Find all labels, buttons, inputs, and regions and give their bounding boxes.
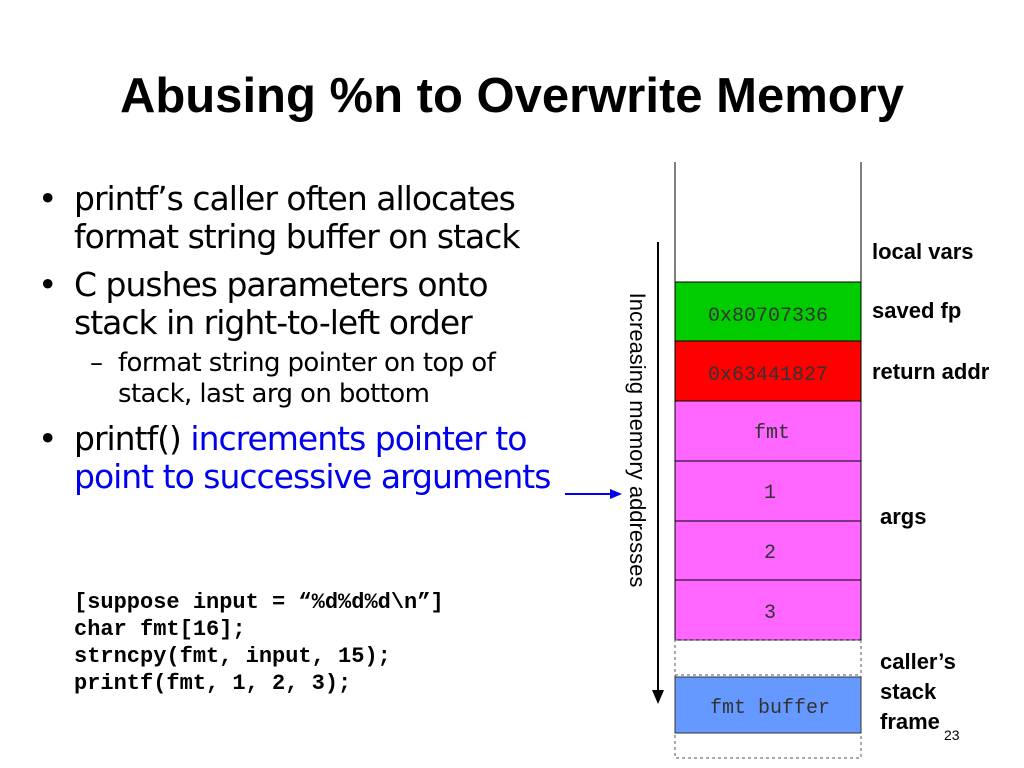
code-line: printf(fmt, 1, 2, 3); (74, 671, 352, 696)
stack-cell: 2 (674, 520, 862, 581)
slide-title: Abusing %n to Overwrite Memory (119, 69, 905, 123)
slide-number: 23 (944, 727, 960, 743)
label-return-addr: return addr (872, 359, 990, 384)
stack-cell-text: 2 (764, 542, 776, 565)
stack-cell: fmt (674, 400, 862, 462)
fmt-buffer-text: fmt buffer (710, 697, 830, 720)
code-block: [suppose input = “%d%d%d\n”]char fmt[16]… (74, 589, 444, 697)
bullet-item: • C pushes parameters onto stack in righ… (38, 266, 558, 342)
stack-cell-text: fmt (754, 422, 790, 445)
arrow-right-icon (610, 489, 622, 499)
stack-cell-text: 0x80707336 (708, 305, 828, 328)
fmt-buffer: fmt buffer (674, 676, 862, 734)
stack-cell-saved-fp (674, 281, 862, 342)
bullet-item: • printf’s caller often allocates format… (38, 180, 558, 256)
code-line: [suppose input = “%d%d%d\n”] (74, 590, 444, 615)
dash-icon: – (90, 348, 103, 378)
stack-cell-text: 1 (764, 482, 776, 505)
label-callers-frame-line1: caller’s (880, 649, 956, 674)
stack-cell: 3 (674, 579, 862, 641)
label-callers-frame-line2: stack (880, 679, 937, 704)
bullet-dot-icon: • (38, 419, 57, 458)
code-line: strncpy(fmt, input, 15); (74, 644, 391, 669)
arrow-down-icon (652, 690, 664, 704)
sub-bullet-item: – format string pointer on top of stack,… (38, 348, 558, 410)
sub-bullet-text: format string pointer on top of stack, l… (118, 348, 496, 409)
stack-cell-text: 3 (764, 602, 776, 625)
memory-axis-label: Increasing memory addresses (625, 292, 650, 588)
bullet-list: • printf’s caller often allocates format… (38, 180, 558, 506)
label-local-vars: local vars (872, 239, 974, 264)
bullet-text: printf’s caller often allocates format s… (74, 179, 520, 256)
bullet-text: C pushes parameters onto stack in right-… (74, 265, 489, 342)
fmt-buffer-box (674, 676, 862, 734)
bullet-text-plain: printf() (74, 419, 191, 458)
stack-cell: 1 (674, 460, 862, 522)
code-line: char fmt[16]; (74, 617, 246, 642)
stack-cell-arg3 (674, 579, 862, 641)
bullet-dot-icon: • (38, 265, 57, 304)
stack-cell-arg2 (674, 520, 862, 581)
stack-cell-fmt (674, 400, 862, 462)
stack-cell-arg1 (674, 460, 862, 522)
stack-cell-text: 0x63441827 (708, 364, 828, 387)
stack-cell-return-addr (674, 340, 862, 402)
bullet-dot-icon: • (38, 179, 57, 218)
bullet-item: • printf() increments pointer to point t… (38, 420, 558, 496)
label-callers-frame-line3: frame (880, 709, 940, 734)
label-args: args (880, 504, 927, 529)
label-saved-fp: saved fp (872, 298, 962, 323)
bullet-text-highlight: increments pointer to point to successiv… (74, 419, 551, 496)
stack-cell: 0x63441827 (674, 340, 862, 402)
stack-cell: 0x80707336 (674, 281, 862, 342)
